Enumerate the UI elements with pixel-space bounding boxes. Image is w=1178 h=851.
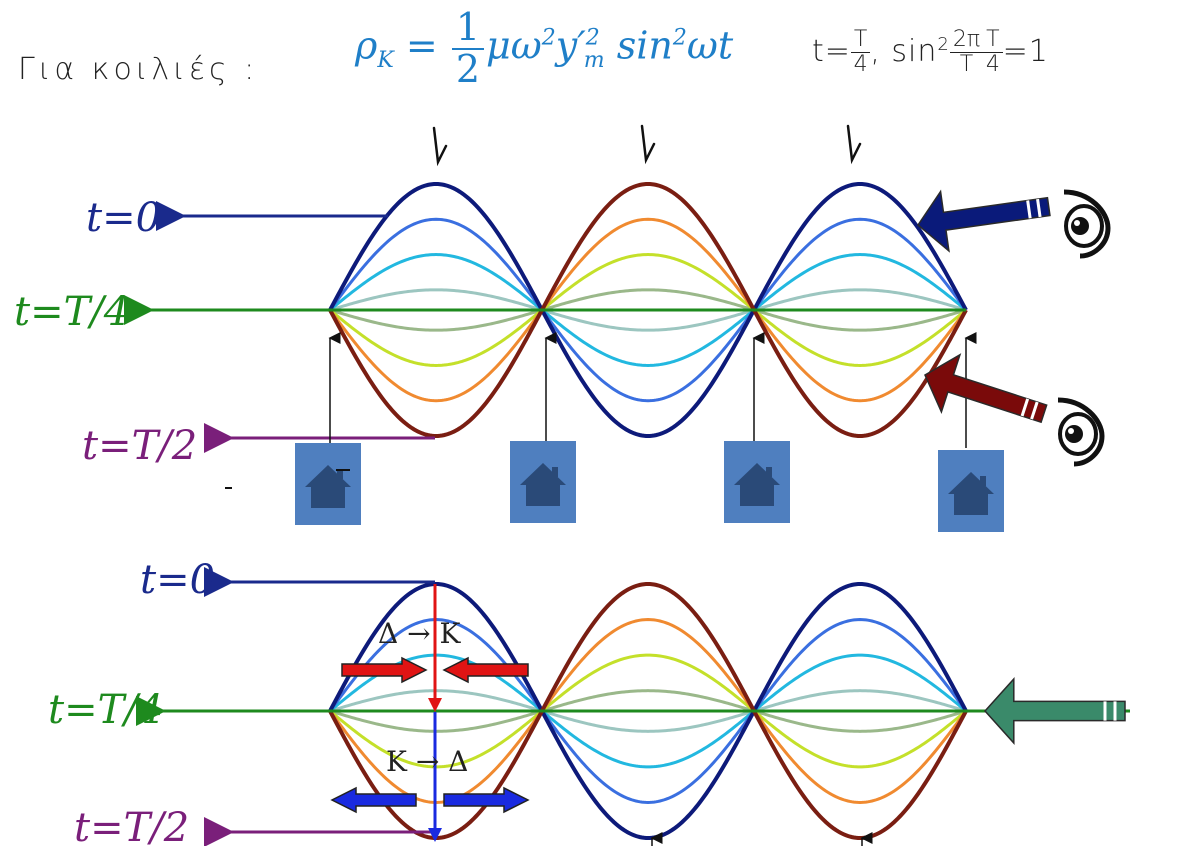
observer-eyes	[1057, 189, 1111, 467]
arrow-icon	[983, 677, 1126, 745]
eye-icon-lid	[1057, 397, 1105, 467]
top-curve-4	[328, 217, 968, 403]
house-icon	[510, 441, 576, 523]
eye-icon	[1057, 397, 1105, 467]
house-icon	[724, 441, 790, 523]
top-label-t0: t=0	[86, 195, 162, 241]
arrow-icon	[924, 353, 1048, 424]
red-inward-arrow	[341, 656, 428, 684]
arrow-icon-stripe	[1020, 398, 1030, 417]
top-curve-7	[328, 181, 968, 439]
energy-kinetic-to-potential: K → Δ	[386, 745, 469, 778]
house-icon-chimney	[980, 476, 986, 486]
house-icon	[295, 443, 361, 525]
eye-icon-glint	[1068, 428, 1074, 434]
energy-potential-to-kinetic: Δ → K	[378, 617, 461, 650]
house-icon-body	[311, 486, 345, 508]
handwritten-prefix: Για κοιλιές :	[18, 52, 259, 87]
pointer-lines	[124, 201, 1130, 846]
eye-icon-pupil	[1065, 425, 1083, 443]
house-icon-body	[954, 493, 988, 515]
house-icon-body	[740, 484, 774, 506]
observer-arrows	[917, 189, 1126, 745]
blue-vertical-arrowhead	[428, 828, 442, 842]
house-icon-roof	[948, 472, 994, 494]
house-markers	[225, 441, 1004, 532]
eye-icon-pupil	[1071, 217, 1089, 235]
top-curve-3	[329, 253, 967, 367]
arrow-icon-stripe	[1026, 200, 1032, 219]
blue-outward-arrow	[330, 786, 417, 814]
blue-outward-arrow	[443, 786, 530, 814]
top-curve-0	[329, 288, 967, 332]
energy-arrows	[330, 584, 530, 842]
eye-icon-glint	[1074, 220, 1080, 226]
top-curve-2	[329, 253, 967, 367]
arrow-icon-body	[983, 677, 1126, 745]
arrow-icon-body	[924, 353, 1048, 424]
arrow-icon	[917, 189, 1051, 253]
house-icon	[938, 450, 1004, 532]
house-icon-roof	[520, 463, 566, 485]
tick-mark-0	[432, 126, 448, 167]
tick-mark-2	[846, 124, 862, 165]
eye-icon-lid	[1063, 189, 1111, 259]
arrow-icon-stripe	[1036, 198, 1042, 218]
top-curve-5	[328, 217, 968, 403]
red-vertical-arrowhead	[428, 698, 442, 712]
bottom-label-t0: t=0	[140, 557, 216, 603]
tick-mark-1	[640, 124, 656, 165]
house-icon-chimney	[766, 467, 772, 477]
bottom-label-tT2: t=T/2	[74, 805, 190, 851]
top-curve-1	[329, 288, 967, 332]
top-curve-6	[328, 181, 968, 439]
top-label-tT4: t=T/4	[14, 289, 130, 335]
house-icon-roof	[305, 465, 351, 487]
bottom-label-tT4: t=T/4	[48, 687, 164, 733]
arrow-icon-stripe	[1030, 401, 1039, 420]
house-icon-roof	[734, 463, 780, 485]
top-wave-curves	[328, 181, 968, 439]
top-label-tT2: t=T/2	[82, 423, 198, 469]
handwritten-ticks	[432, 124, 873, 846]
eye-icon	[1063, 189, 1111, 259]
house-icon-chimney	[552, 467, 558, 477]
house-icon-chimney	[337, 469, 343, 479]
house-icon-body	[526, 484, 560, 506]
red-inward-arrow	[442, 656, 529, 684]
arrow-icon-body	[917, 189, 1051, 253]
